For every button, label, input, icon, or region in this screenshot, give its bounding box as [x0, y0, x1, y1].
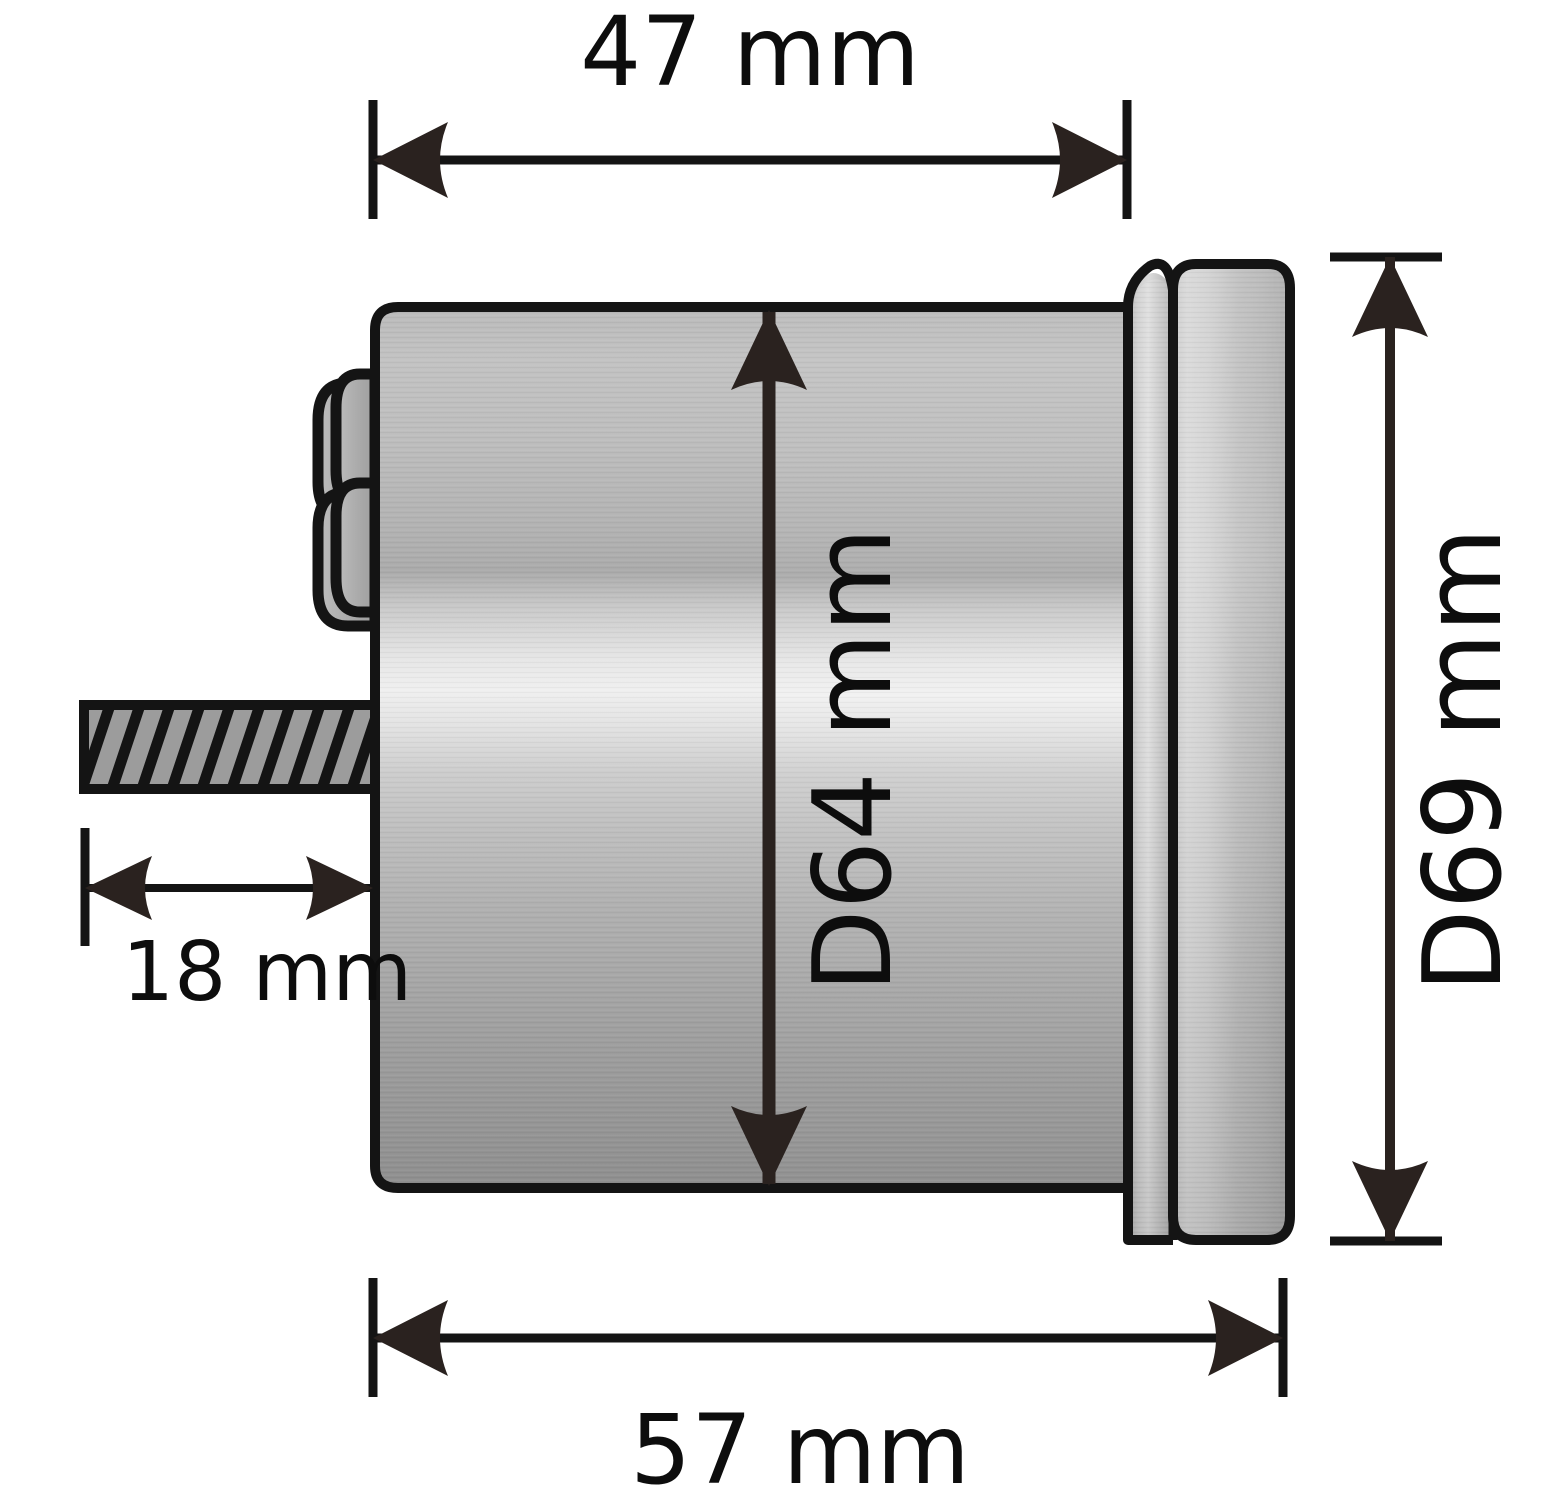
- flange-outline: [1168, 259, 1295, 1245]
- threaded-shaft: [79, 700, 380, 794]
- dimension-d69mm: D69 mm: [1330, 252, 1526, 1246]
- lug-lower-inner: [330, 477, 381, 618]
- end-flange: [1123, 258, 1295, 1245]
- arrowhead-bottom: [1352, 1161, 1428, 1241]
- dimension-label-47mm: 47 mm: [580, 0, 920, 108]
- dimension-d64mm: D64 mm: [731, 310, 916, 1186]
- arrowhead-top: [1352, 257, 1428, 337]
- arrowhead-left: [373, 1300, 448, 1376]
- arrowhead-right: [306, 856, 373, 920]
- arrowhead-top: [731, 310, 807, 390]
- dimension-label-d64mm: D64 mm: [791, 527, 916, 992]
- dimension-label-57mm: 57 mm: [630, 1394, 970, 1500]
- arrowhead-right: [1208, 1300, 1283, 1376]
- arrowhead-bottom: [731, 1106, 807, 1186]
- shaft-hatching: [84, 705, 375, 789]
- side-lugs: [312, 368, 381, 632]
- arrowhead-left: [85, 856, 152, 920]
- dimension-18mm: 18 mm: [80, 828, 412, 1020]
- arrowhead-right: [1052, 122, 1127, 198]
- dimension-57mm: 57 mm: [368, 1278, 1288, 1500]
- cylindrical-body: [370, 302, 1133, 1193]
- arrowhead-left: [373, 122, 448, 198]
- dimension-label-d69mm: D69 mm: [1401, 527, 1526, 992]
- dimension-label-18mm: 18 mm: [122, 925, 412, 1020]
- dimension-47mm: 47 mm: [368, 0, 1132, 219]
